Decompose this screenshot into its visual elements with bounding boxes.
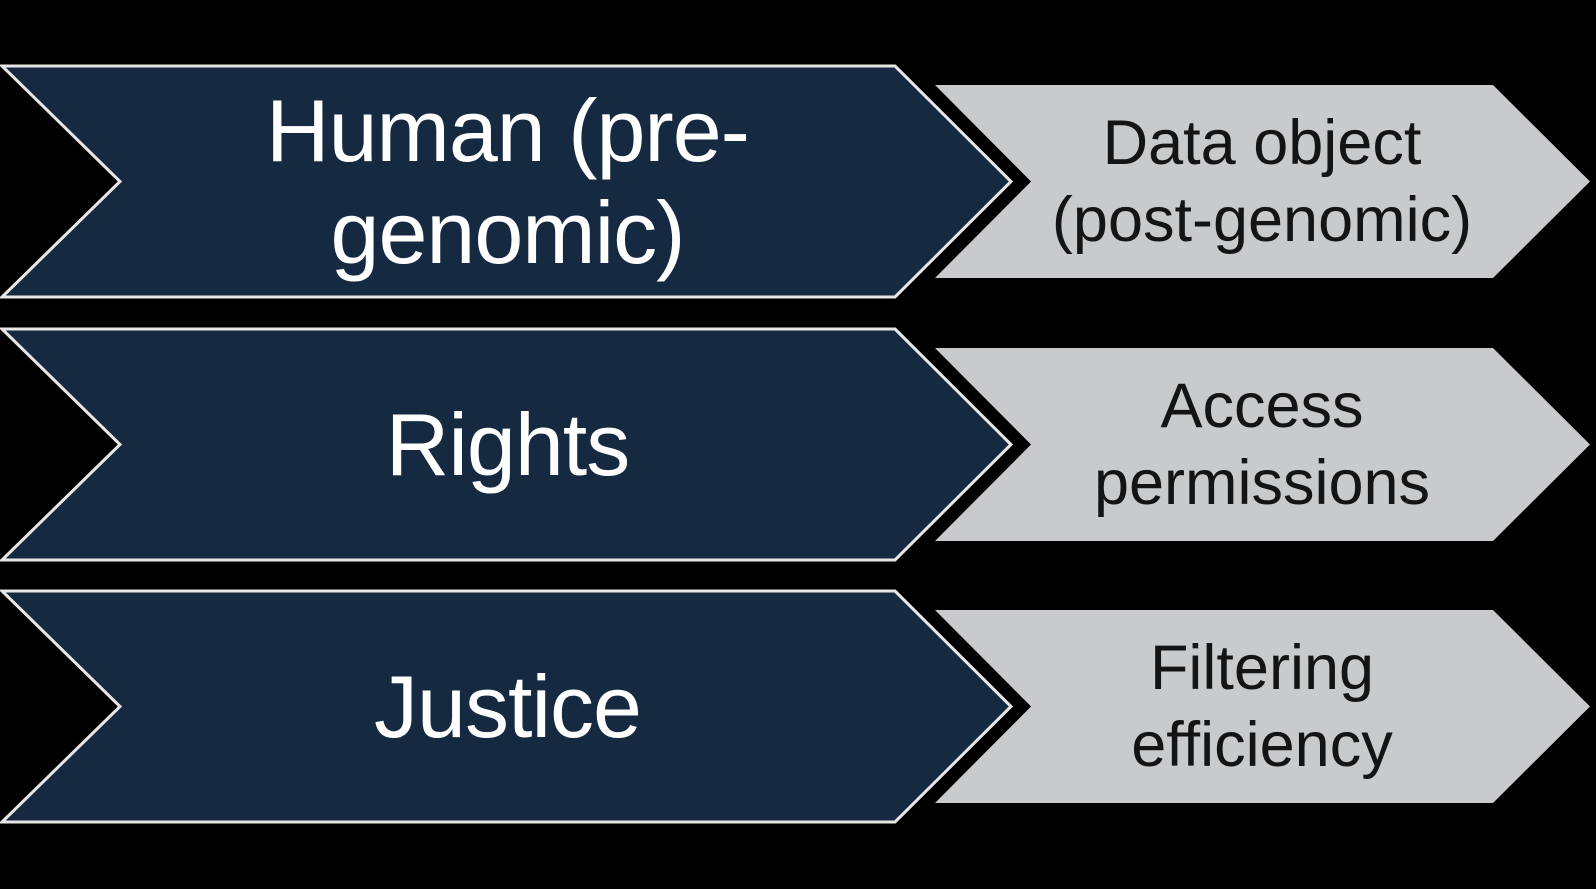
chevron-dark-row1	[0, 64, 1014, 299]
chevron-gray-row3	[935, 610, 1590, 803]
chevron-gray-row2	[935, 348, 1590, 541]
chevron-dark-row2	[0, 327, 1014, 562]
chevron-gray-row1	[935, 85, 1590, 278]
chevron-dark-row3	[0, 589, 1014, 824]
